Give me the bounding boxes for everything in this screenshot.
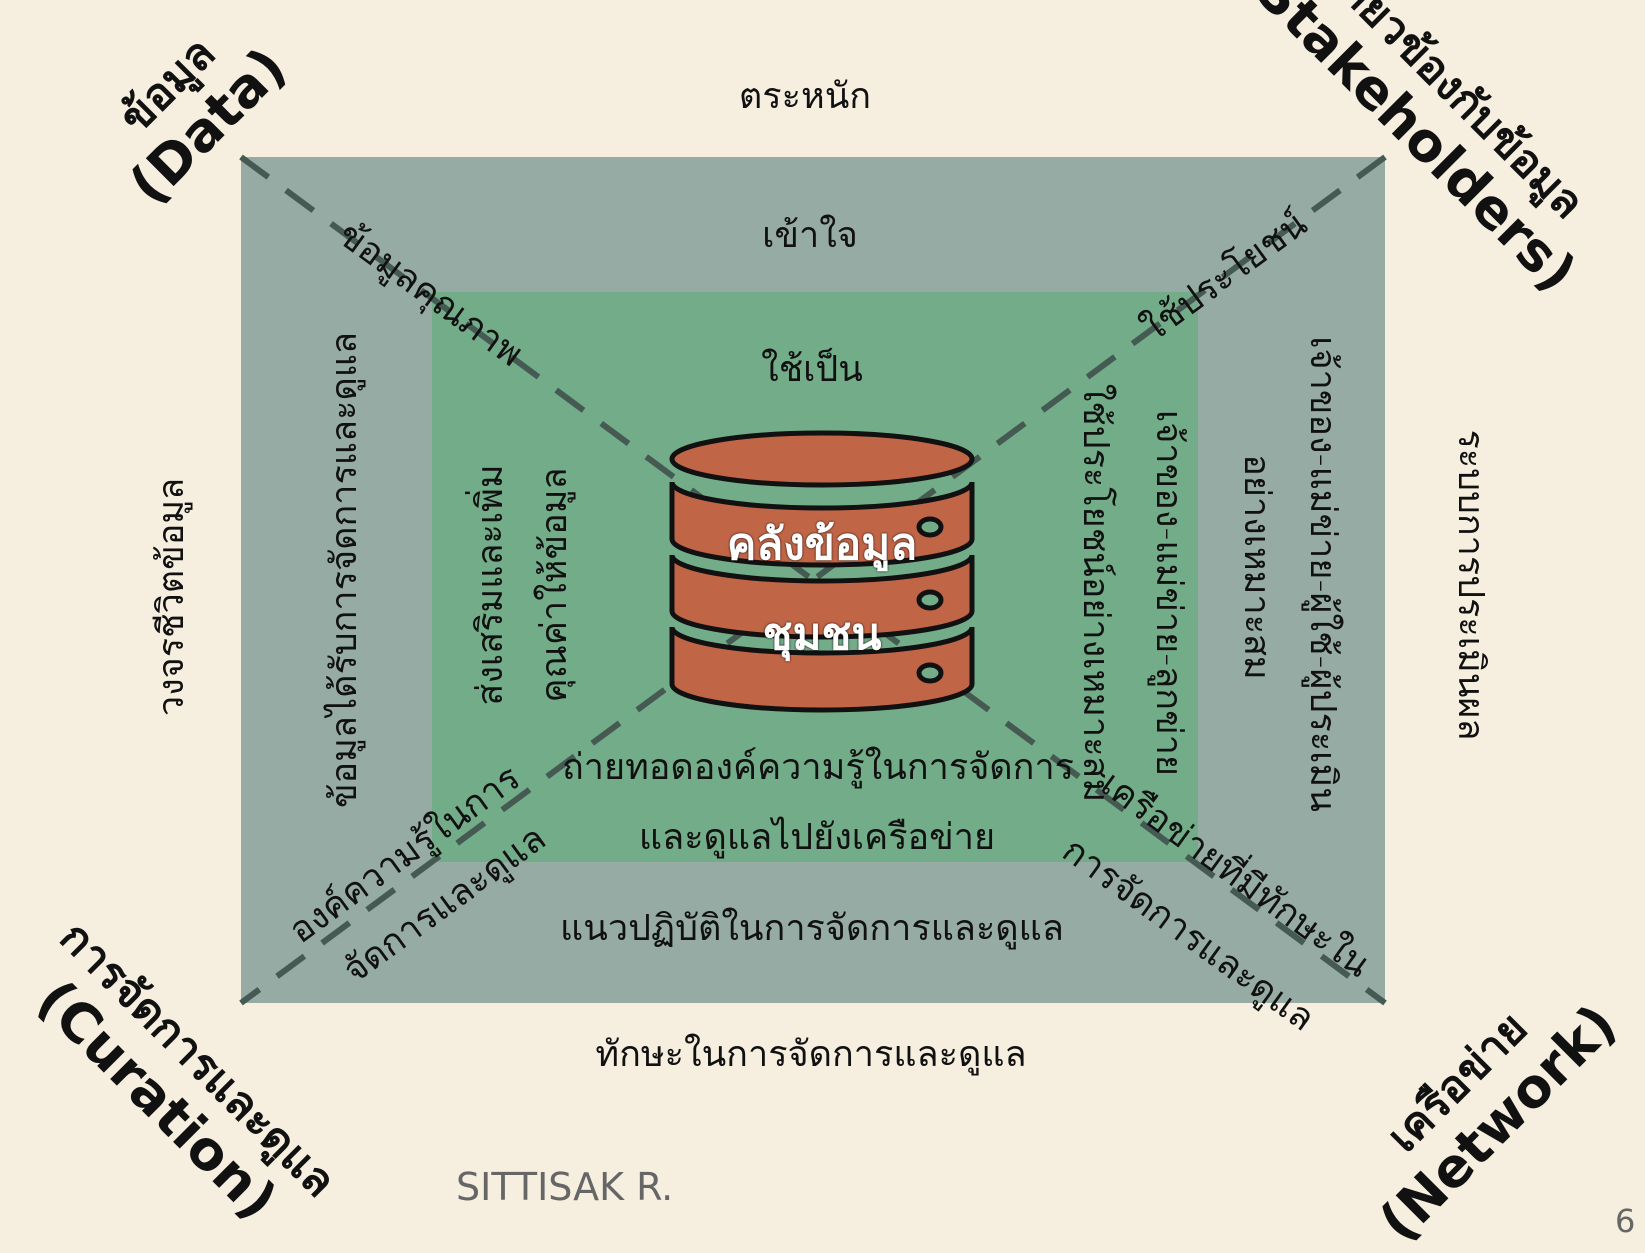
page-number: 6 [1615, 1202, 1636, 1240]
label-right-mid-2: อย่างเหมาะสม [1236, 454, 1277, 680]
diagonal-tr-bl [239, 154, 1387, 1006]
author-credit: SITTISAK R. [456, 1165, 674, 1209]
label-right-inner-1: ใช้ประโยชน์อย่างเหมาะสม [1075, 383, 1116, 803]
label-left-outer: วงจรชีวิตข้อมูล [151, 477, 192, 717]
label-bottom-inner-2: และดูแลไปยังเครือข่าย [638, 817, 996, 858]
database-label-line1: คลังข้อมูล [726, 519, 918, 570]
label-left-inner-1: ส่งเสริมและเพิ่ม [470, 464, 511, 706]
database-label-line2: ชุมชน [762, 609, 882, 660]
label-top-mid: เข้าใจ [762, 215, 858, 256]
label-top-inner: ใช้เป็น [761, 349, 863, 390]
label-left-inner-2: คุณค่าให้ข้อมูล [534, 467, 575, 703]
label-right-inner-2: เจ้าของ-แม่ข่าย-ลูกข่าย [1148, 409, 1189, 777]
label-right-mid-1: เจ้าของ-แม่ข่าย-ผู้ใช้-ผู้ประเมิน [1302, 336, 1343, 812]
label-bottom-mid: แนวปฏิบัติในการจัดการและดูแล [560, 908, 1064, 949]
label-right-outer: ระบบการประเมินผล [1450, 429, 1491, 741]
label-left-mid: ข้อมูลได้รับการจัดการและดูแล [324, 331, 365, 809]
label-bottom-inner-1: ถ่ายทอดองค์ความรู้ในการจัดการ [561, 747, 1075, 788]
diagonal-tl-br [239, 154, 1387, 1006]
label-top-outer: ตระหนัก [738, 76, 872, 117]
label-bottom-outer: ทักษะในการจัดการและดูแล [595, 1034, 1027, 1075]
